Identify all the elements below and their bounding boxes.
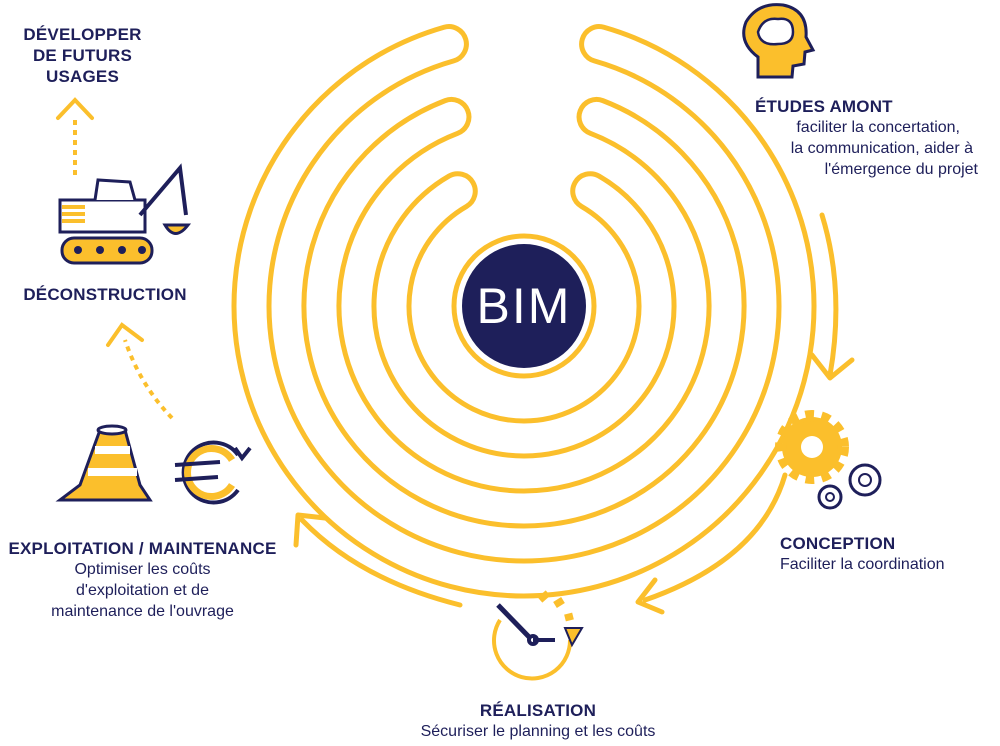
etudes-line: la communication, aider à [790, 140, 973, 157]
arrow-head-1 [809, 352, 855, 381]
arrow-realisation-to-exploitation [299, 517, 463, 608]
spiral-loop [301, 96, 747, 529]
dotted-arrow-head [56, 97, 94, 120]
brain-head-icon [742, 3, 816, 79]
futurs-line: DÉVELOPPER [23, 25, 142, 44]
conception-title: CONCEPTION [780, 534, 896, 553]
arrow-etudes-to-conception [819, 212, 839, 378]
realisation-block: RÉALISATION Sécuriser le planning et les… [388, 700, 688, 742]
exploitation-title: EXPLOITATION / MAINTENANCE [8, 539, 277, 558]
labyrinth-spiral [231, 24, 817, 599]
dotted-arrow-head [106, 322, 144, 347]
arrow-head-3 [293, 512, 328, 548]
excavator-icon [58, 163, 192, 265]
traffic-cone-icon [55, 424, 153, 502]
etudes-line: faciliter la concertation, [796, 119, 960, 136]
inner-ring [451, 233, 597, 379]
conception-line: Faciliter la coordination [780, 556, 945, 573]
gears-icon [775, 410, 882, 510]
etudes-amont-block: ÉTUDES AMONT faciliter la concertation, … [680, 96, 978, 180]
etudes-line: l'émergence du projet [824, 161, 978, 178]
etudes-title: ÉTUDES AMONT [755, 97, 893, 116]
exploitation-block: EXPLOITATION / MAINTENANCE Optimiser les… [0, 538, 285, 622]
wrench-clock-icon [492, 590, 584, 681]
exploitation-line: Optimiser les coûts [74, 561, 211, 578]
conception-block: CONCEPTION Faciliter la coordination [780, 533, 945, 575]
realisation-title: RÉALISATION [479, 701, 597, 720]
euro-icon [174, 440, 252, 505]
dotted-arrow-exploitation-to-deconstruction [123, 339, 174, 420]
arrow-etudes-to-conception [642, 472, 788, 603]
bim-label: BIM [476, 278, 572, 334]
deconstruction-title: DÉCONSTRUCTION [23, 285, 187, 304]
exploitation-line: maintenance de l'ouvrage [51, 603, 234, 620]
spiral-loop [231, 24, 817, 599]
arrow-head-2 [635, 577, 665, 615]
futurs-line: DE FUTURS USAGES [32, 46, 133, 86]
realisation-line: Sécuriser le planning et les coûts [420, 723, 656, 740]
bim-center-badge: BIM [462, 244, 586, 368]
futurs-usages-label: DÉVELOPPER DE FUTURS USAGES [0, 24, 165, 87]
spiral-loop [371, 171, 677, 459]
exploitation-line: d'exploitation et de [76, 582, 209, 599]
